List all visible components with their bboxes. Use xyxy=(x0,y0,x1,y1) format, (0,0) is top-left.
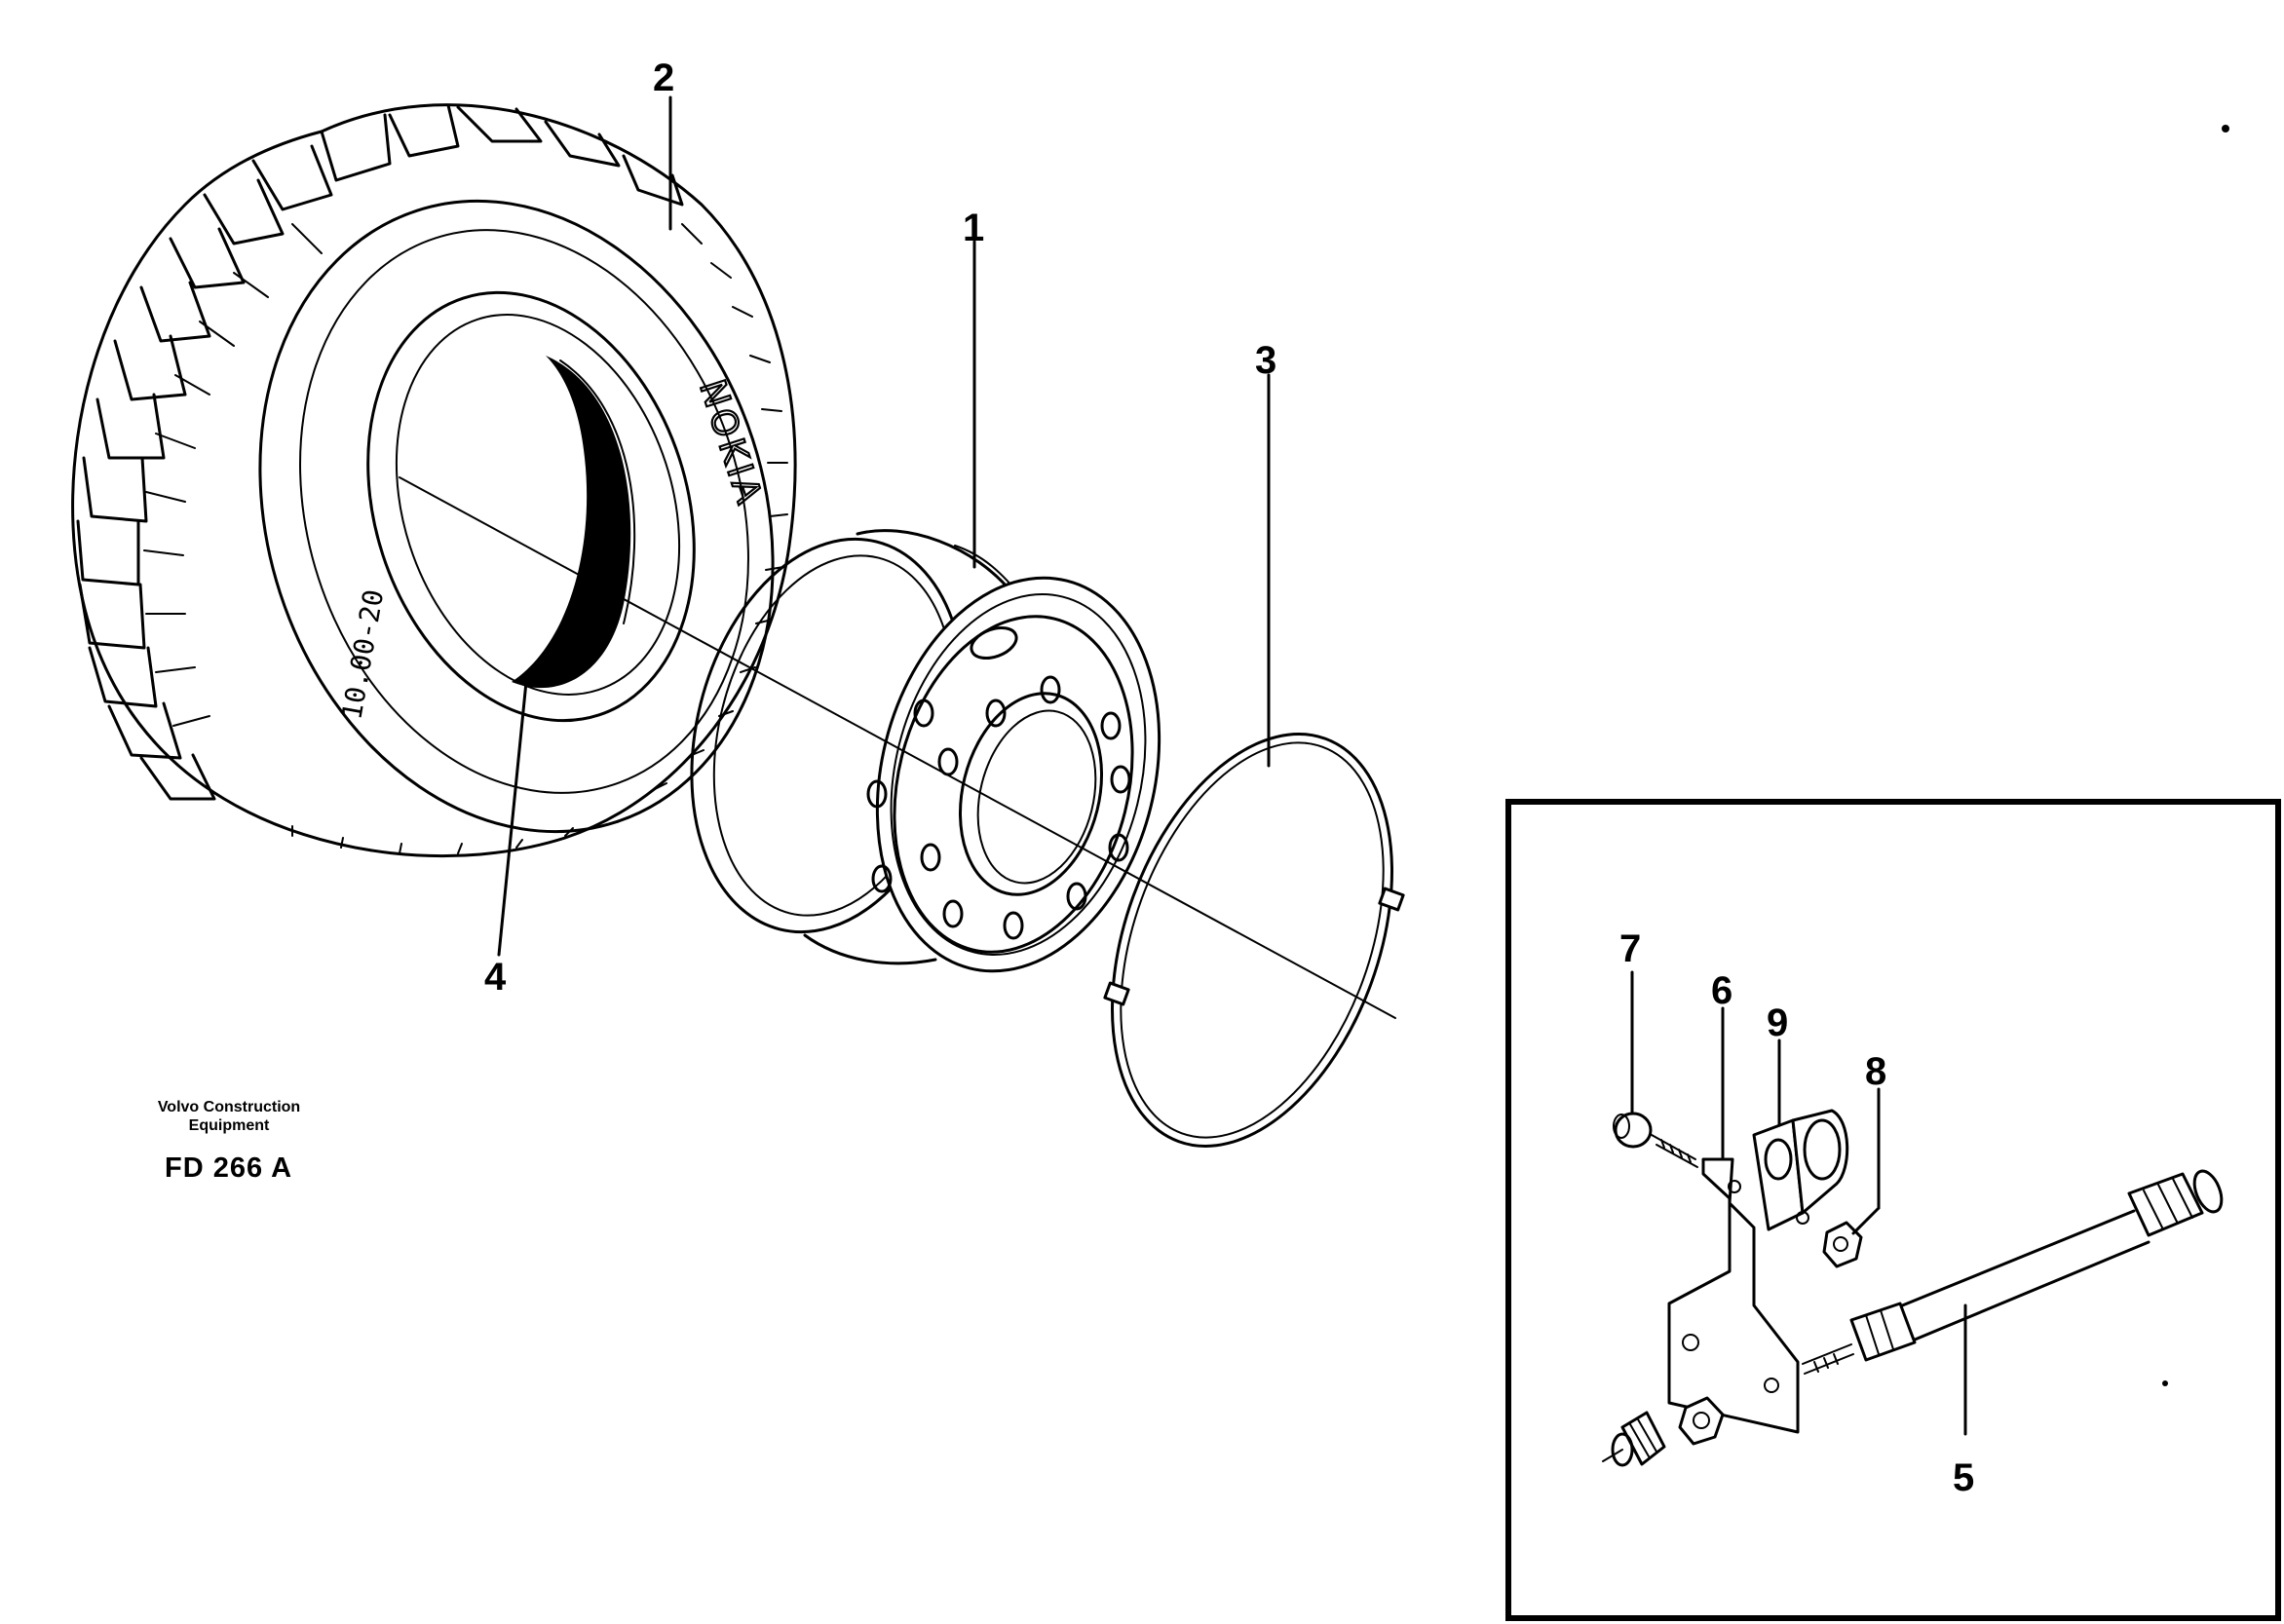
valve-bracket xyxy=(1667,1157,1800,1434)
tire-brand-text: NOKIA xyxy=(691,375,769,511)
valve-extension-hose xyxy=(1802,1169,2224,1375)
inset-frame xyxy=(1505,799,2281,1621)
callout-8: 8 xyxy=(1865,1050,1886,1093)
credit-block: Volvo Construction Equipment xyxy=(127,1098,331,1135)
tire-brand-marking: NOKIA xyxy=(690,374,771,512)
callout-2: 2 xyxy=(653,57,674,99)
print-speck xyxy=(2222,125,2229,132)
rim xyxy=(690,529,1161,973)
valve-cap xyxy=(1602,1411,1666,1467)
tire-sidewall xyxy=(258,199,775,834)
tire-inner-liner xyxy=(512,356,631,689)
leader-lines xyxy=(497,95,1271,957)
callout-9: 9 xyxy=(1767,1001,1788,1044)
valve-screw xyxy=(1613,1112,1698,1168)
tire-size-marking: 10.00-20 xyxy=(335,587,390,723)
tire-tread-outline xyxy=(71,103,797,858)
valve-nut xyxy=(1822,1221,1863,1268)
tire: NOKIA 10.00-20 xyxy=(71,103,797,858)
callout-3: 3 xyxy=(1255,339,1276,382)
valve-lock-nut xyxy=(1678,1396,1725,1446)
callout-4: 4 xyxy=(484,956,507,999)
figure-id: FD 266 A xyxy=(165,1152,293,1184)
callout-1: 1 xyxy=(963,207,984,249)
callout-6: 6 xyxy=(1711,969,1732,1012)
print-speck xyxy=(2162,1380,2168,1386)
tire-size-text: 10.00-20 xyxy=(335,587,390,723)
valve-inset: 7 6 9 8 5 xyxy=(1505,799,2281,1621)
callout-7: 7 xyxy=(1619,927,1641,970)
credit-line-2: Equipment xyxy=(188,1117,270,1134)
rim-stud-holes xyxy=(866,675,1131,940)
credit-line-1: Volvo Construction xyxy=(157,1099,301,1115)
lock-ring xyxy=(1103,733,1405,1148)
inset-leader-lines xyxy=(1630,970,1967,1436)
wheel-axis-line xyxy=(399,476,1396,1019)
valve-clamp xyxy=(1752,1109,1849,1231)
callout-5: 5 xyxy=(1953,1456,1974,1499)
